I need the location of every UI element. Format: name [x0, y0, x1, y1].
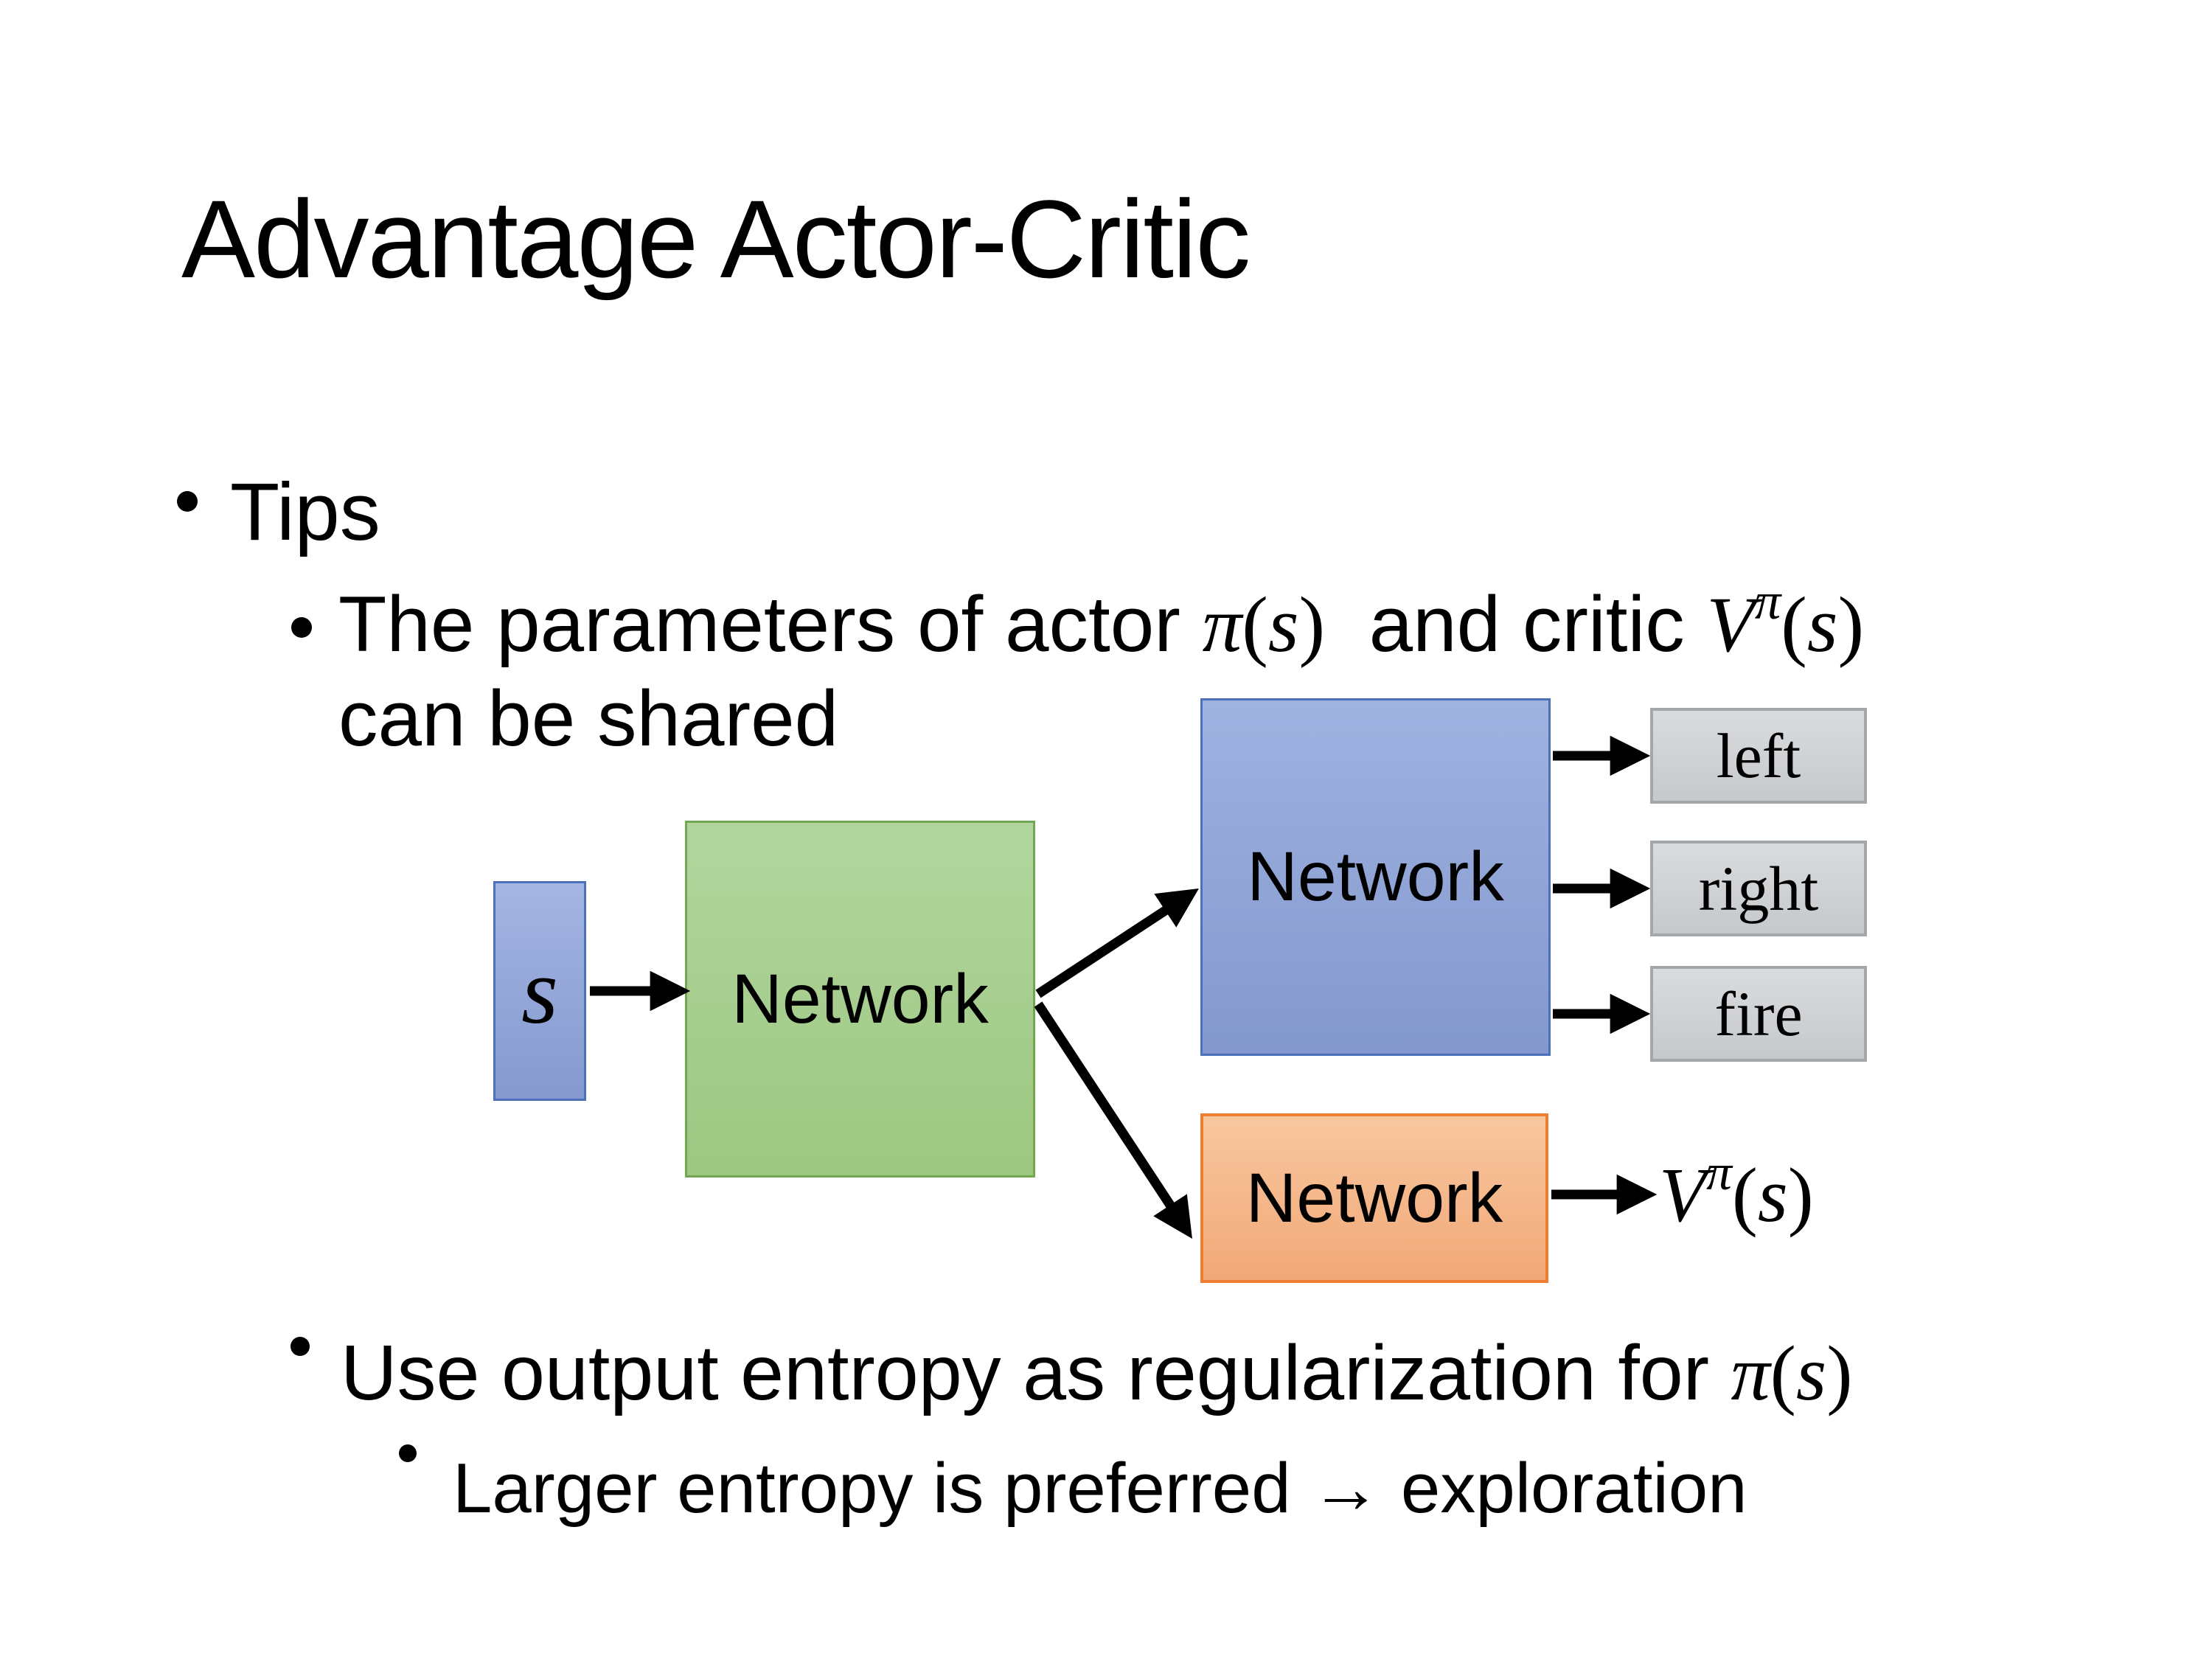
action-label-fire: fire: [1714, 978, 1803, 1049]
bullet-params-suffix: can be shared: [338, 674, 839, 763]
action-box-fire: fire: [1650, 966, 1867, 1062]
arrow-shared-to-critic: [1034, 1001, 1192, 1239]
actor-network-label: Network: [1247, 838, 1504, 916]
actor-network-box: Network: [1200, 698, 1551, 1056]
bullet-params-prefix: The parameters of actor: [338, 579, 1203, 668]
action-label-right: right: [1698, 853, 1819, 924]
math-pi-s-entropy: π(s): [1731, 1330, 1853, 1416]
critic-output-formula: Vπ(s): [1659, 1144, 1814, 1238]
page-title: Advantage Actor-Critic: [181, 177, 1251, 301]
bullet-tips: Tips: [230, 467, 380, 557]
arrow-shared-to-actor: [1035, 888, 1199, 998]
bullet-entropy-prefix: Use output entropy as regularization for: [341, 1329, 1731, 1416]
bullet-params-middle: and critic: [1325, 579, 1707, 668]
bullet-entropy: Use output entropy as regularization for…: [341, 1327, 2125, 1419]
shared-network-box: Network: [685, 821, 1035, 1178]
state-input-box: s: [493, 881, 586, 1101]
action-box-left: left: [1650, 708, 1867, 804]
state-label: s: [521, 938, 558, 1043]
math-pi-s-inline: π(s): [1202, 581, 1326, 669]
bullet-dot-exploration: [399, 1444, 417, 1462]
action-label-left: left: [1716, 720, 1801, 791]
critic-network-label: Network: [1245, 1158, 1503, 1237]
shared-network-label: Network: [731, 959, 989, 1038]
critic-network-box: Network: [1200, 1113, 1548, 1283]
action-box-right: right: [1650, 841, 1867, 936]
bullet-dot-entropy: [291, 1337, 310, 1356]
bullet-exploration: Larger entropy is preferred → exploratio…: [453, 1449, 1747, 1528]
bullet-dot-tips: [177, 491, 198, 512]
bullet-params: The parameters of actor π(s) and critic …: [338, 571, 2167, 765]
math-value-function-inline: Vπ(s): [1706, 573, 1865, 669]
bullet-dot-params: [291, 617, 312, 638]
